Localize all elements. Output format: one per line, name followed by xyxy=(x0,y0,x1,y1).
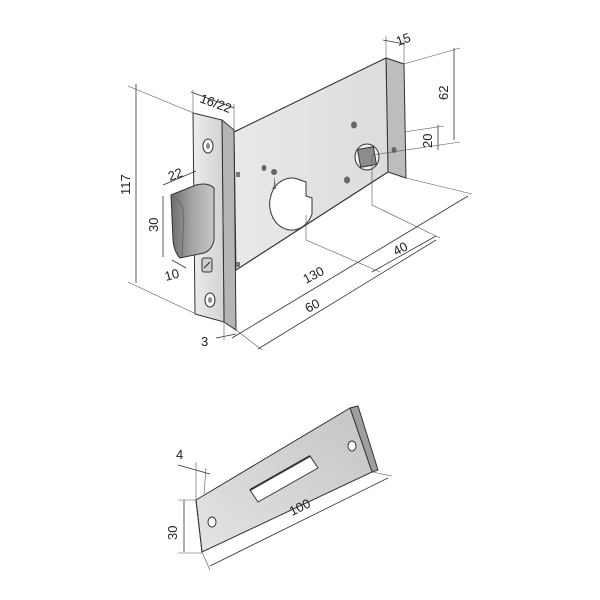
dim-15: 15 xyxy=(394,30,413,49)
lock-body xyxy=(232,57,407,271)
dim-3: 3 xyxy=(201,334,208,349)
strike-screw-right-icon xyxy=(347,440,357,452)
dim-60: 60 xyxy=(302,296,322,316)
dim-117: 117 xyxy=(118,174,133,195)
dim-strike-4: 4 xyxy=(176,447,183,462)
lock-body-end-face xyxy=(385,57,407,179)
dim-40: 40 xyxy=(390,239,410,259)
dim-22: 22 xyxy=(166,165,185,184)
key-cam-icon xyxy=(271,169,278,189)
dim-10: 10 xyxy=(163,266,181,284)
strike-screw-left-icon xyxy=(207,516,217,528)
strike-dimension-lines xyxy=(177,462,393,571)
screw-hole-left xyxy=(261,165,267,171)
dimension-lines xyxy=(127,36,473,351)
dim-20: 20 xyxy=(420,134,435,148)
latch-bolt xyxy=(170,183,215,259)
dim-62: 62 xyxy=(436,86,451,100)
slot-small-1 xyxy=(236,172,240,177)
strike-plate xyxy=(195,405,379,553)
dim-30: 30 xyxy=(146,218,161,232)
spindle-hole xyxy=(354,143,380,171)
screw-hole-mid xyxy=(344,176,350,184)
cylinder-hole xyxy=(269,177,313,231)
dim-strike-30: 30 xyxy=(165,526,180,540)
screw-hole-top xyxy=(351,121,357,129)
dim-16-22: 16/22 xyxy=(198,91,234,116)
slot-small-2 xyxy=(236,262,240,267)
deadbolt-catch xyxy=(201,257,213,273)
